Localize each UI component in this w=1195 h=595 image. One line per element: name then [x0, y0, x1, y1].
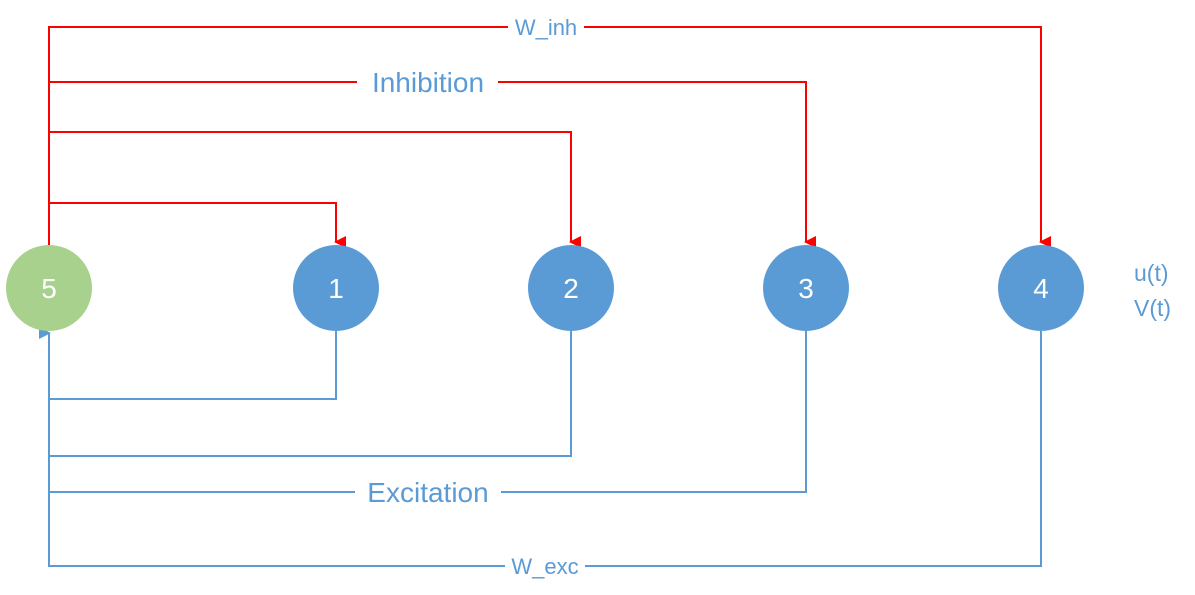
neuron-node-5: 5: [6, 245, 92, 331]
neuron-label-2: 2: [563, 273, 579, 304]
w-inh-label: W_inh: [515, 15, 577, 40]
inhibition-label: Inhibition: [372, 67, 484, 98]
neuron-label-1: 1: [328, 273, 344, 304]
w-inh-label-group: W_inh: [508, 14, 584, 40]
neuron-label-5: 5: [41, 273, 57, 304]
neuron-node-1: 1: [293, 245, 379, 331]
neuron-circle-4: [998, 245, 1084, 331]
excitation-edge-2-to-5: [49, 331, 572, 457]
excitation-edge-3-to-5: [49, 331, 807, 493]
neuron-circle-3: [763, 245, 849, 331]
excitation-connections: [39, 327, 1042, 567]
excitation-edge-1-to-5: [49, 331, 337, 400]
state-variable-u: u(t): [1134, 260, 1169, 286]
w-exc-label: W_exc: [511, 554, 578, 579]
neuron-circle-5: [6, 245, 92, 331]
inhibition-connections: [48, 26, 1051, 248]
w-exc-label-group: W_exc: [505, 553, 585, 579]
excitation-label-group: Excitation: [355, 476, 501, 508]
neuron-node-3: 3: [763, 245, 849, 331]
neuron-node-2: 2: [528, 245, 614, 331]
inhibition-edge-5-to-3: [49, 81, 816, 248]
excitation-label: Excitation: [367, 477, 488, 508]
inhibition-edge-5-to-4: [48, 26, 1051, 248]
excitation-edge-4-to-5: [39, 327, 1042, 567]
inhibition-label-group: Inhibition: [357, 66, 498, 98]
inhibition-edge-5-to-2: [49, 131, 581, 248]
neuron-label-3: 3: [798, 273, 814, 304]
inhibition-edge-5-to-1: [49, 202, 346, 248]
neuron-node-4: 4: [998, 245, 1084, 331]
neuron-circle-1: [293, 245, 379, 331]
neuron-circle-2: [528, 245, 614, 331]
state-variable-v: V(t): [1134, 295, 1172, 321]
neuron-label-4: 4: [1033, 273, 1049, 304]
